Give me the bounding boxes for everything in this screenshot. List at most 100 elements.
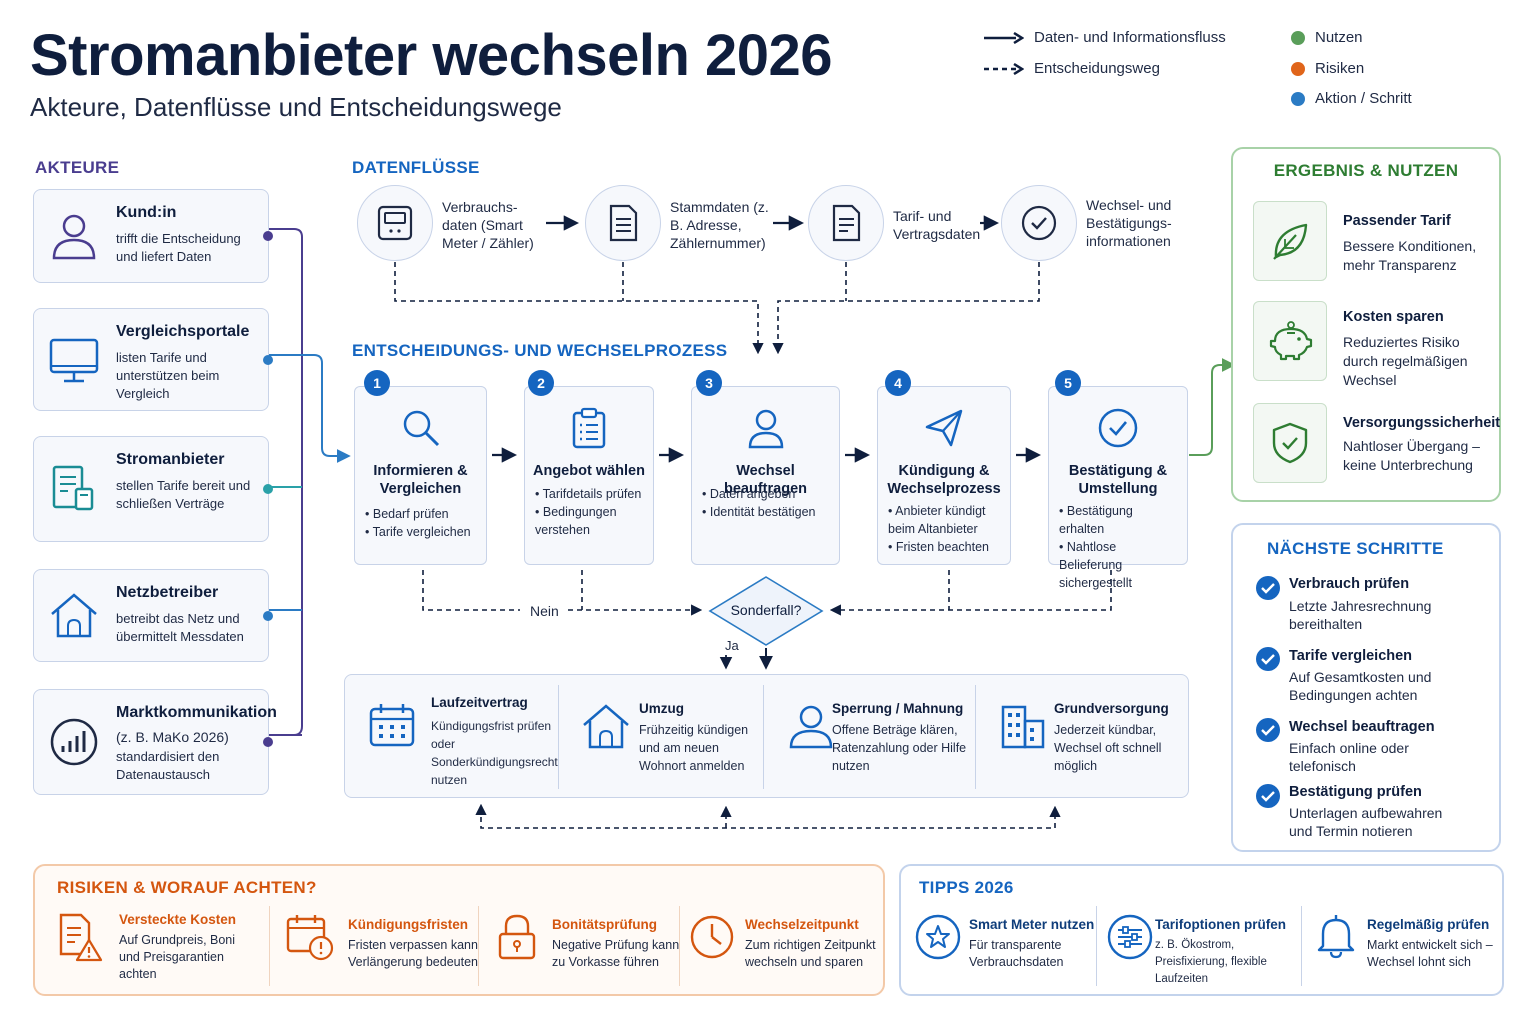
special-case-laufzeitvertrag: Laufzeitvertrag Kündigungsfrist prüfen o… [345,675,558,799]
case-title: Sperrung / Mahnung [832,701,964,716]
tip-divider [1301,906,1302,986]
tip-title: Tarifoptionen prüfen [1155,917,1286,932]
connector-dot [263,610,273,621]
step-bullet: Nahtlose Belieferung sichergestellt [1059,538,1181,592]
orange-dot-icon [1291,61,1305,76]
risk-title: Kündigungsfristen [348,917,468,932]
step-bullet: Fristen beachten [888,538,1004,556]
green-dot-icon [1291,30,1305,45]
step-title: Informieren & Vergleichen [373,463,468,497]
cases-return-dash [480,805,1061,829]
paper-plane-icon [925,409,963,447]
result-title: Kosten sparen [1343,309,1444,325]
case-divider [558,685,559,789]
dataflow-label: Wechsel- und Bestätigungs-informationen [1086,197,1172,249]
risks-panel: RISIKEN & WORAUF ACHTEN? Versteckte Kost… [33,864,885,996]
connector-dot [263,354,273,365]
actor-card-stromanbieter: Stromanbieter stellen Tarife bereit und … [33,436,273,542]
blue-dot-icon [1291,91,1305,106]
tip-desc: z. B. Ökostrom, Preisfixierung, flexible… [1155,939,1267,985]
dataflow-dash-left [394,262,764,355]
next-step-desc: Unterlagen aufbewahren und Termin notier… [1289,805,1443,839]
actor-title: Marktkommunikation [116,704,277,721]
case-title: Umzug [639,701,684,716]
risk-desc: Negative Prüfung kann zu Vorkasse führen [552,938,680,969]
process-heading: ENTSCHEIDUNGS- UND WECHSELPROZESS [352,341,728,360]
piggy-bank-icon [1269,321,1313,361]
step-number-badge: 1 [364,370,390,396]
decision-no-label: Nein [530,603,559,619]
actor-title: Vergleichsportale [116,323,250,340]
next-steps-panel: NÄCHSTE SCHRITTE Verbrauch prüfen Letzte… [1231,523,1501,852]
legend-benefits-label: Nutzen [1315,29,1363,46]
step-title: Bestätigung & Umstellung [1068,463,1168,497]
step-bullet: Tarife vergleichen [365,523,480,541]
risk-desc: Auf Grundpreis, Boni und Preisgarantien … [119,933,236,981]
tips-heading: TIPPS 2026 [919,878,1014,897]
document-icon [832,204,861,242]
lock-icon [498,914,536,960]
case-desc: Frühzeitig kündigen und am neuen Wohnort… [639,723,749,773]
process-step-5: Bestätigung & Umstellung Bestätigung erh… [1048,386,1188,590]
results-heading: ERGEBNIS & NUTZEN [1273,161,1459,180]
risk-title: Bonitätsprüfung [552,917,657,932]
legend-decision-path: Entscheidungsweg [984,60,1160,77]
case-divider [975,685,976,789]
tip-desc: Markt entwickelt sich – Wechsel lohnt si… [1367,938,1493,969]
legend-data-flow-label: Daten- und Informationsfluss [1034,29,1226,46]
result-icon-box [1253,403,1327,483]
step-bullets: Daten angebenIdentität bestätigen [702,485,833,521]
result-desc: Bessere Konditionen, mehr Transparenz [1343,238,1477,273]
results-panel: ERGEBNIS & NUTZEN Passender Tarif Besser… [1231,147,1501,502]
result-title: Passender Tarif [1343,213,1451,229]
dataflow-label: Verbrauchs-daten (Smart Meter / Zähler) [442,199,534,251]
tip-divider [1096,906,1097,986]
document-warning-icon [59,913,103,962]
legend-decision-path-label: Entscheidungsweg [1034,60,1160,77]
next-step-title: Verbrauch prüfen [1289,576,1410,592]
case-desc: Jederzeit kündbar, Wechsel oft schnell m… [1054,723,1162,773]
step-number-badge: 2 [528,370,554,396]
actor-card-marktkommunikation: Marktkommunikation (z. B. MaKo 2026) sta… [33,689,277,795]
special-case-sperrung: Sperrung / Mahnung Offene Beträge klären… [764,675,975,799]
actor-title: Kund:in [116,204,177,221]
chart-icon [50,718,98,766]
case-divider [763,685,764,789]
actor-title: Netzbetreiber [116,584,219,601]
step-bullet: Bestätigung erhalten [1059,502,1181,538]
actor-card-netzbetreiber: Netzbetreiber betreibt das Netz und über… [33,569,273,662]
clock-icon [690,915,734,959]
actors-heading: AKTEURE [35,158,120,177]
check-circle-icon [1098,408,1138,448]
person-icon [789,705,833,749]
connector-dot [263,484,273,494]
clipboard-icon [572,407,606,449]
next-step-title: Bestätigung prüfen [1289,784,1422,800]
house-icon [583,704,629,749]
step-number-badge: 4 [885,370,911,396]
check-badge-icon [1256,784,1280,808]
step-bullets: Bedarf prüfenTarife vergleichen [365,505,480,541]
dashed-arrow-icon [984,62,1024,75]
sliders-icon [1107,914,1153,960]
actor-title: Stromanbieter [116,451,225,468]
step-bullets: Tarifdetails prüfenBedingungen verstehen [535,485,647,539]
page-title: Stromanbieter wechseln 2026 [30,23,833,88]
next-steps-heading: NÄCHSTE SCHRITTE [1267,539,1444,558]
step-bullets: Bestätigung erhaltenNahtlose Belieferung… [1059,502,1181,592]
risk-title: Wechselzeitpunkt [745,917,859,932]
dataflow-label: Tarif- und Vertragsdaten [893,208,981,242]
step-number-badge: 3 [696,370,722,396]
result-connector [1189,358,1236,456]
risk-desc: Zum richtigen Zeitpunkt wechseln und spa… [745,938,876,969]
case-desc: Kündigungsfrist prüfen oder Sonderkündig… [431,719,558,787]
check-badge-icon [1256,718,1280,742]
actor-connector-kundin [269,228,303,736]
actor-desc: listen Tarife und unterstützen beim Verg… [116,350,220,401]
actor-card-kundin: Kund:in trifft die Entscheidung und lief… [33,189,273,283]
legend-action: Aktion / Schritt [1291,90,1412,107]
house-icon [51,592,97,637]
next-step-desc: Auf Gesamtkosten und Bedingungen achten [1289,669,1432,703]
tip-desc: Für transparente Verbrauchsdaten [969,938,1064,969]
person-icon [52,214,96,260]
